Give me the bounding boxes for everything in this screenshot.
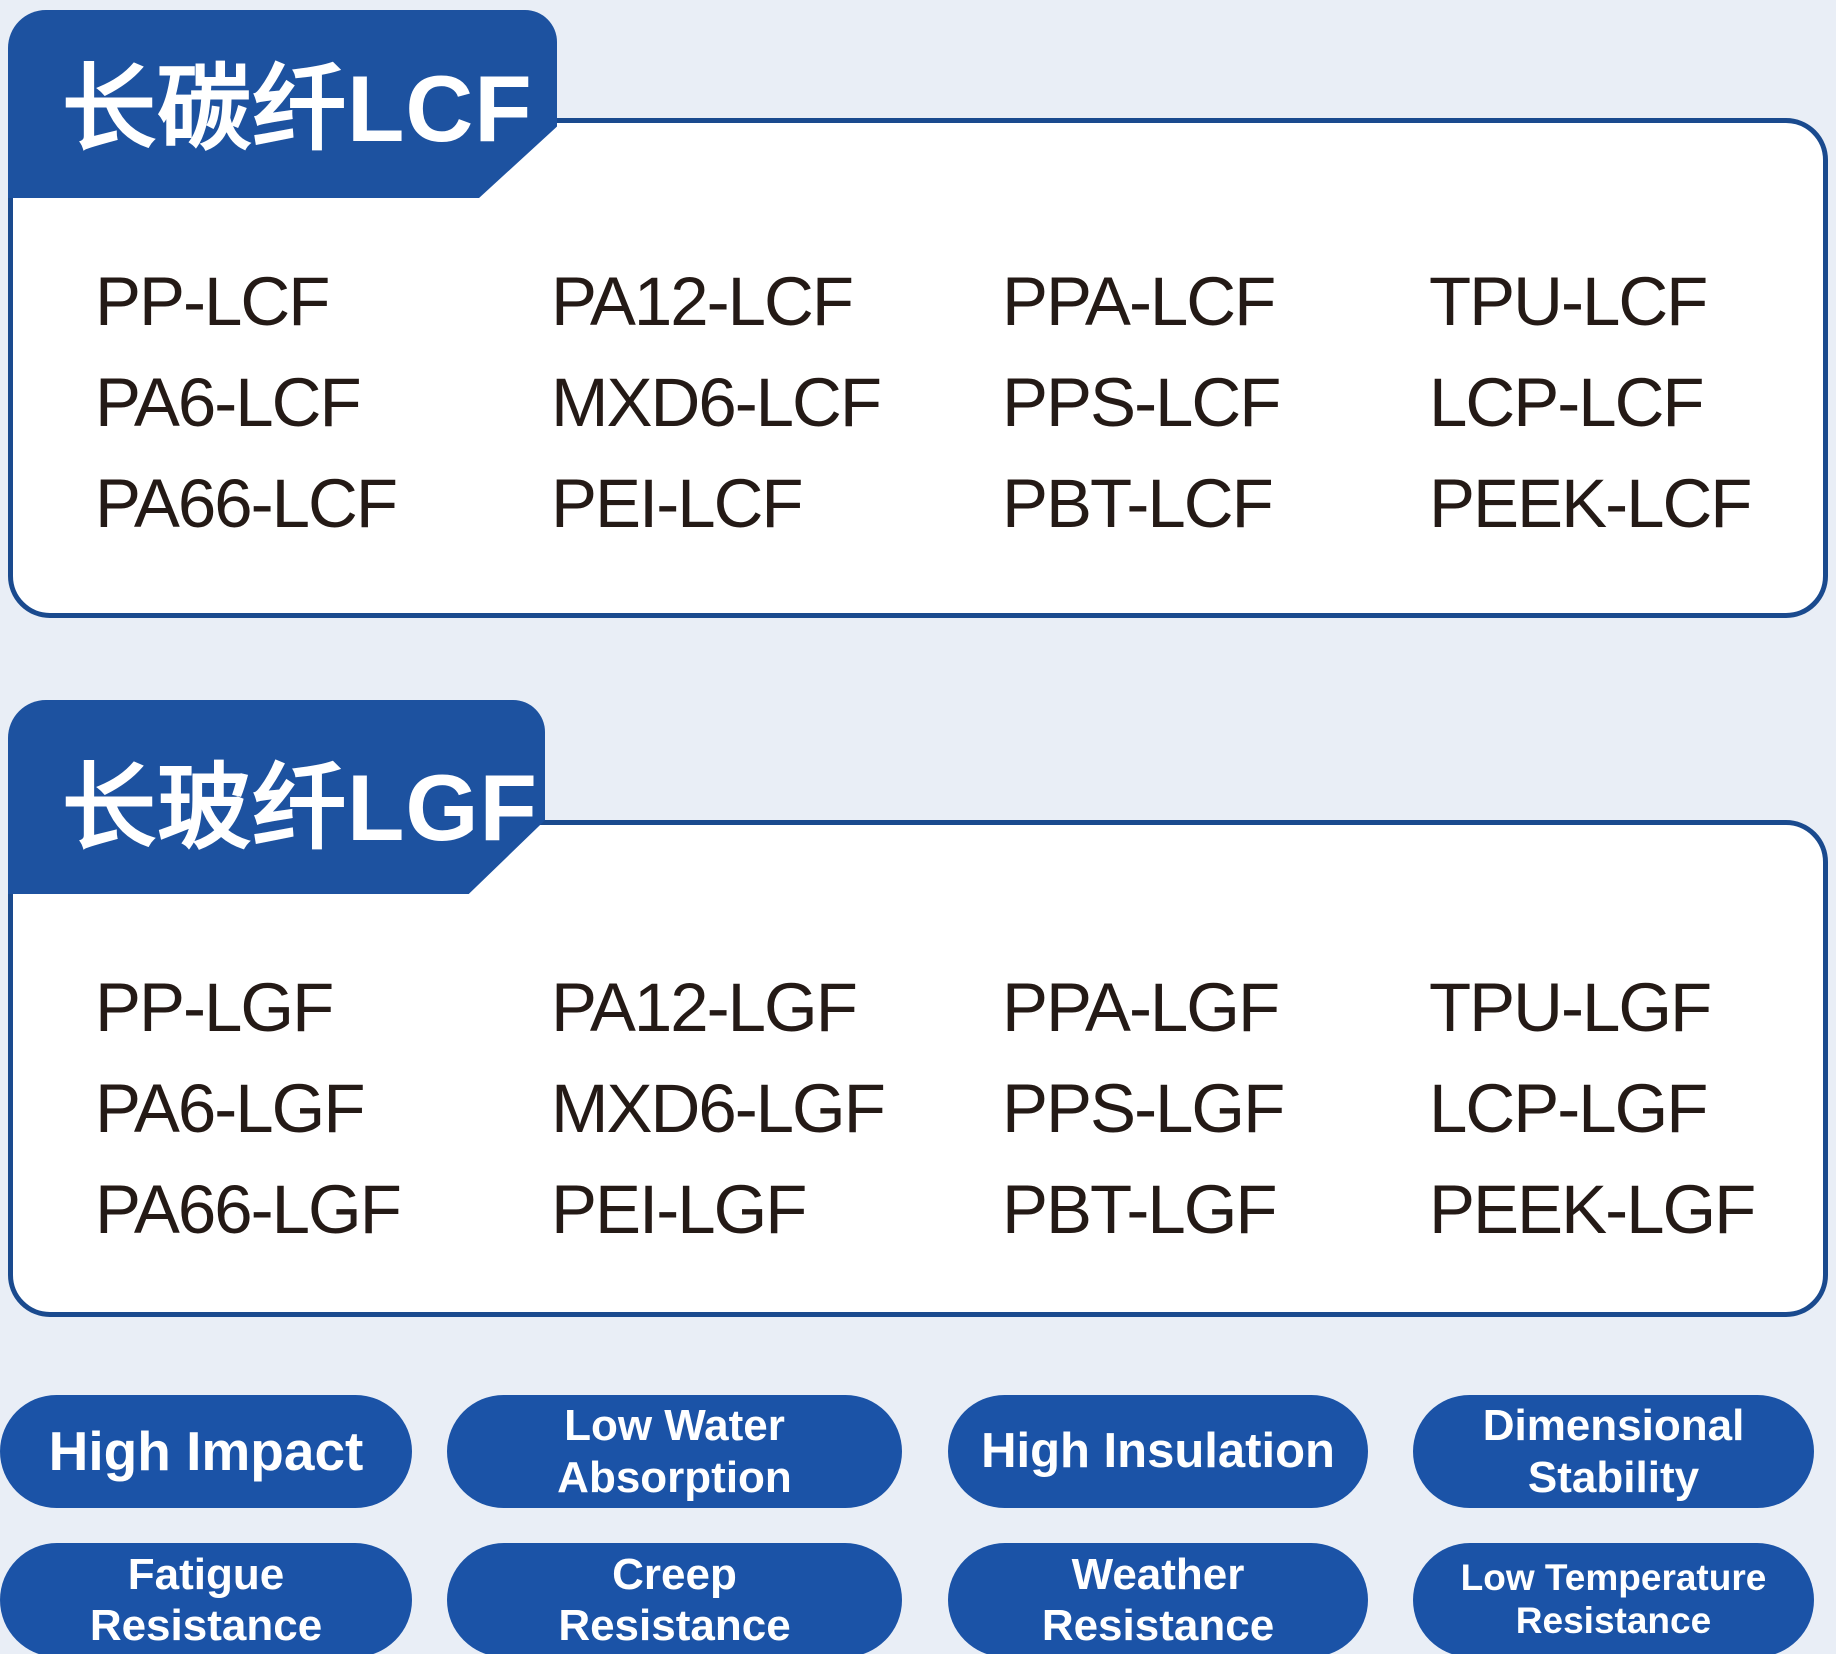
badge-weather-resistance: Weather Resistance xyxy=(948,1543,1368,1654)
badge-high-impact: High Impact xyxy=(0,1395,412,1508)
badge-low-temperature-resistance: Low Temperature Resistance xyxy=(1413,1543,1814,1654)
lgf-card: PP-LGF PA12-LGF PPA-LGF TPU-LGF PA6-LGF … xyxy=(8,700,1828,1317)
badge-dimensional-stability: Dimensional Stability xyxy=(1413,1395,1814,1508)
material-item: PPA-LCF xyxy=(1002,263,1276,340)
material-item: TPU-LGF xyxy=(1429,969,1712,1046)
lcf-tab-title: 长碳纤LCF xyxy=(62,56,533,161)
material-item: PP-LCF xyxy=(95,263,330,340)
material-item: PEEK-LCF xyxy=(1429,465,1752,542)
lcf-tab: 长碳纤LCF xyxy=(8,10,557,198)
badge-creep-resistance: Creep Resistance xyxy=(447,1543,902,1654)
material-item: PA12-LCF xyxy=(551,263,854,340)
lcf-card: PP-LCF PA12-LCF PPA-LCF TPU-LCF PA6-LCF … xyxy=(8,10,1828,618)
material-item: PEEK-LGF xyxy=(1429,1171,1756,1248)
material-item: PA66-LCF xyxy=(95,465,398,542)
lgf-tab-title: 长玻纤LGF xyxy=(62,755,538,860)
material-item: PA66-LGF xyxy=(95,1171,402,1248)
material-item: PBT-LGF xyxy=(1002,1171,1278,1248)
material-item: PPS-LGF xyxy=(1002,1070,1285,1147)
material-item: PEI-LGF xyxy=(551,1171,807,1248)
material-item: PA6-LGF xyxy=(95,1070,365,1147)
badge-high-insulation: High Insulation xyxy=(948,1395,1368,1508)
material-item: MXD6-LCF xyxy=(551,364,882,441)
material-item: MXD6-LGF xyxy=(551,1070,886,1147)
material-item: PP-LGF xyxy=(95,969,334,1046)
material-item: PPS-LCF xyxy=(1002,364,1281,441)
material-item: PPA-LGF xyxy=(1002,969,1280,1046)
material-item: TPU-LCF xyxy=(1429,263,1708,340)
badge-low-water-absorption: Low Water Absorption xyxy=(447,1395,902,1508)
material-item: PA6-LCF xyxy=(95,364,362,441)
lcf-materials-grid: PP-LCF PA12-LCF PPA-LCF TPU-LCF PA6-LCF … xyxy=(13,123,1823,613)
material-item: PBT-LCF xyxy=(1002,465,1274,542)
material-item: PEI-LCF xyxy=(551,465,804,542)
lgf-materials-grid: PP-LGF PA12-LGF PPA-LGF TPU-LGF PA6-LGF … xyxy=(13,825,1823,1312)
material-item: PA12-LGF xyxy=(551,969,858,1046)
badge-fatigue-resistance: Fatigue Resistance xyxy=(0,1543,412,1654)
material-item: LCP-LCF xyxy=(1429,364,1705,441)
material-item: LCP-LGF xyxy=(1429,1070,1708,1147)
lgf-card-body: PP-LGF PA12-LGF PPA-LGF TPU-LGF PA6-LGF … xyxy=(8,820,1828,1317)
lgf-tab: 长玻纤LGF xyxy=(8,700,545,894)
lcf-card-body: PP-LCF PA12-LCF PPA-LCF TPU-LCF PA6-LCF … xyxy=(8,118,1828,618)
